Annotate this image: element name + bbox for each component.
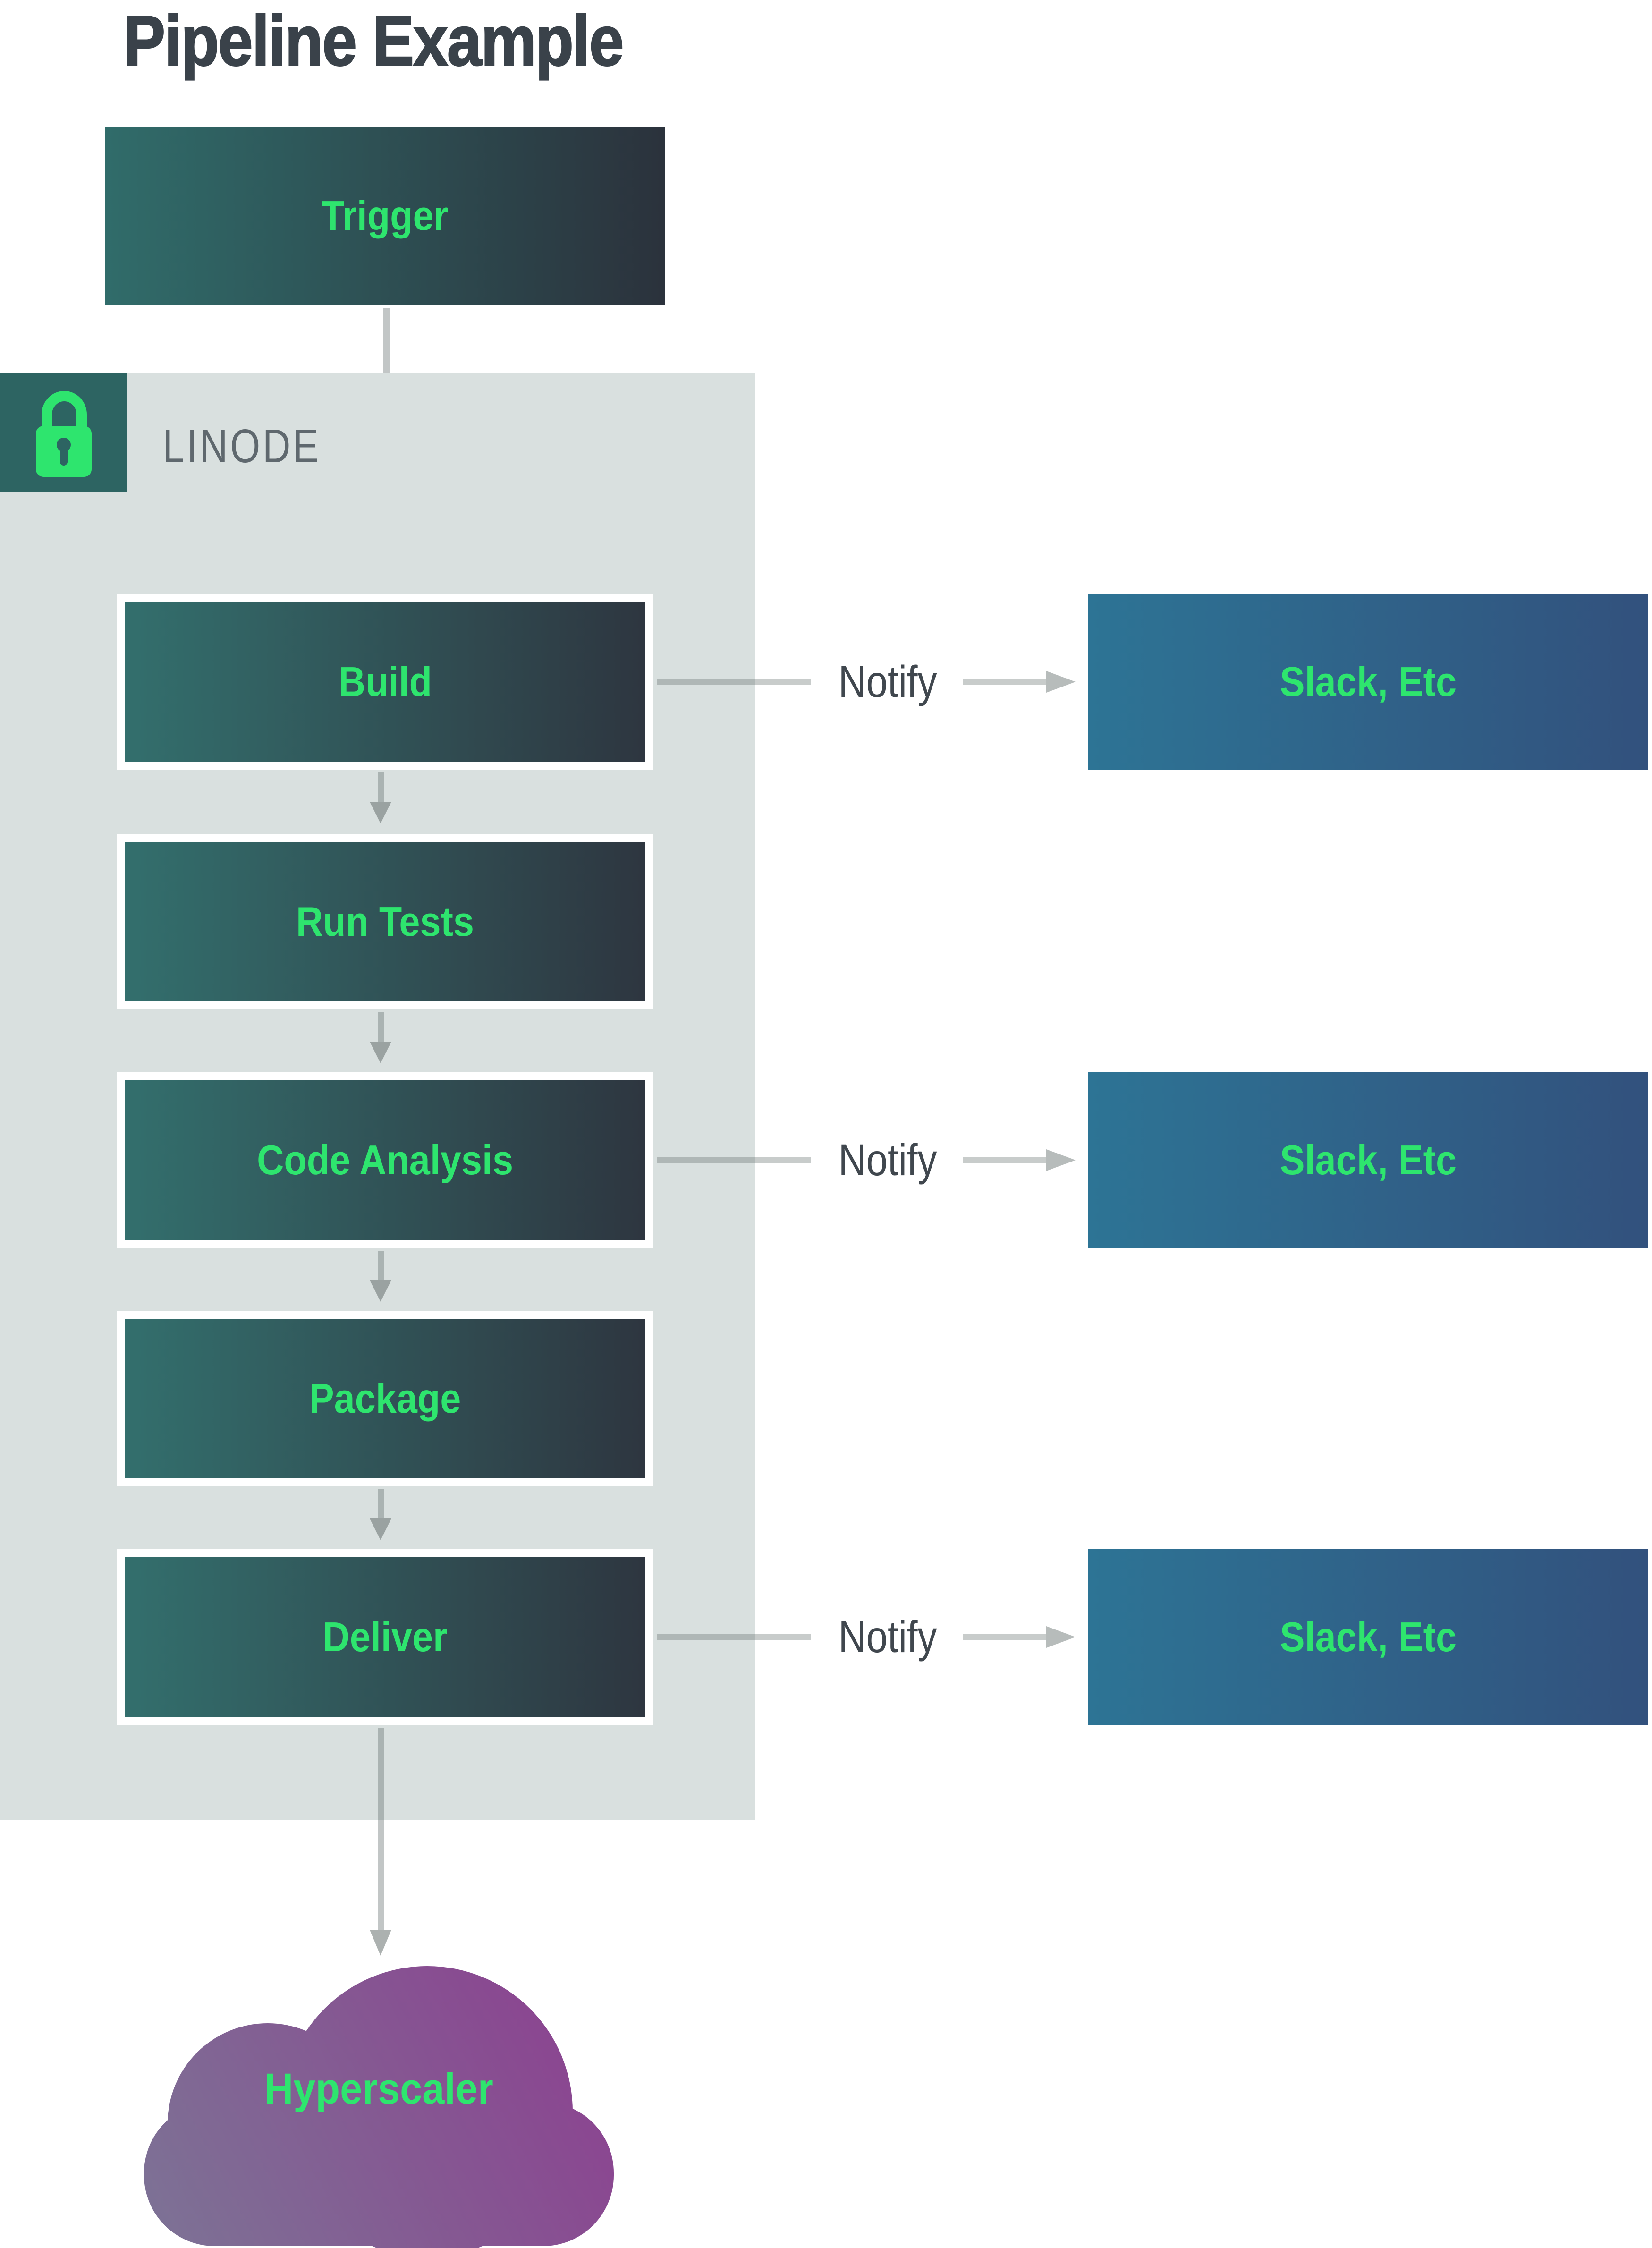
stage-box: Build: [125, 602, 645, 762]
arrow-head-right-icon: [1046, 1626, 1076, 1648]
page-title: Pipeline Example: [123, 1, 625, 80]
arrow-head-down-icon: [370, 1042, 391, 1063]
notify-arrow-shaft: [963, 1157, 1046, 1163]
panel-label: LINODE: [163, 420, 321, 473]
notify-line: [657, 1634, 811, 1640]
stage-box: Run Tests: [125, 842, 645, 1001]
lock-icon: [36, 391, 92, 477]
slack-label: Slack, Etc: [1279, 1137, 1457, 1183]
arrow-shaft: [378, 1728, 384, 1930]
lock-badge: [0, 373, 127, 492]
stage-node-build: Build: [117, 594, 653, 770]
trigger-node: Trigger: [105, 127, 665, 305]
stage-box: Package: [125, 1319, 645, 1478]
notify-arrow-shaft: [963, 679, 1046, 685]
notify-arrow-shaft: [963, 1634, 1046, 1640]
slack-label: Slack, Etc: [1279, 1613, 1457, 1660]
notify-label: Notify: [838, 1135, 937, 1185]
notify-label: Notify: [838, 657, 937, 707]
arrow-shaft: [378, 1489, 384, 1518]
arrow-head-down-icon: [370, 1930, 391, 1956]
arrow-head-down-icon: [370, 802, 391, 823]
notify-label: Notify: [838, 1612, 937, 1662]
slack-label: Slack, Etc: [1279, 658, 1457, 705]
cloud-icon: [144, 1966, 614, 2248]
arrow-head-right-icon: [1046, 1149, 1076, 1171]
arrow-head-down-icon: [370, 1280, 391, 1302]
stage-box: Code Analysis: [125, 1080, 645, 1240]
stage-node-deliver: Deliver: [117, 1549, 653, 1725]
stage-box: Deliver: [125, 1557, 645, 1717]
stage-node-run-tests: Run Tests: [117, 834, 653, 1009]
cloud-label: Hyperscaler: [264, 2065, 493, 2113]
slack-node: Slack, Etc: [1088, 1549, 1648, 1725]
stage-label: Code Analysis: [257, 1137, 513, 1183]
arrow-head-down-icon: [370, 1518, 391, 1540]
slack-node: Slack, Etc: [1088, 1072, 1648, 1248]
stage-label: Run Tests: [296, 898, 474, 945]
stage-node-code-analysis: Code Analysis: [117, 1072, 653, 1248]
stage-label: Deliver: [322, 1613, 448, 1660]
stage-node-package: Package: [117, 1311, 653, 1486]
slack-node: Slack, Etc: [1088, 594, 1648, 770]
notify-line: [657, 1157, 811, 1163]
notify-line: [657, 679, 811, 685]
arrow-shaft: [378, 1012, 384, 1042]
trigger-label: Trigger: [321, 192, 449, 239]
arrow-shaft: [378, 1251, 384, 1280]
arrow-head-right-icon: [1046, 671, 1076, 693]
stage-label: Package: [309, 1375, 461, 1422]
stage-label: Build: [338, 658, 432, 705]
arrow-shaft: [378, 772, 384, 802]
